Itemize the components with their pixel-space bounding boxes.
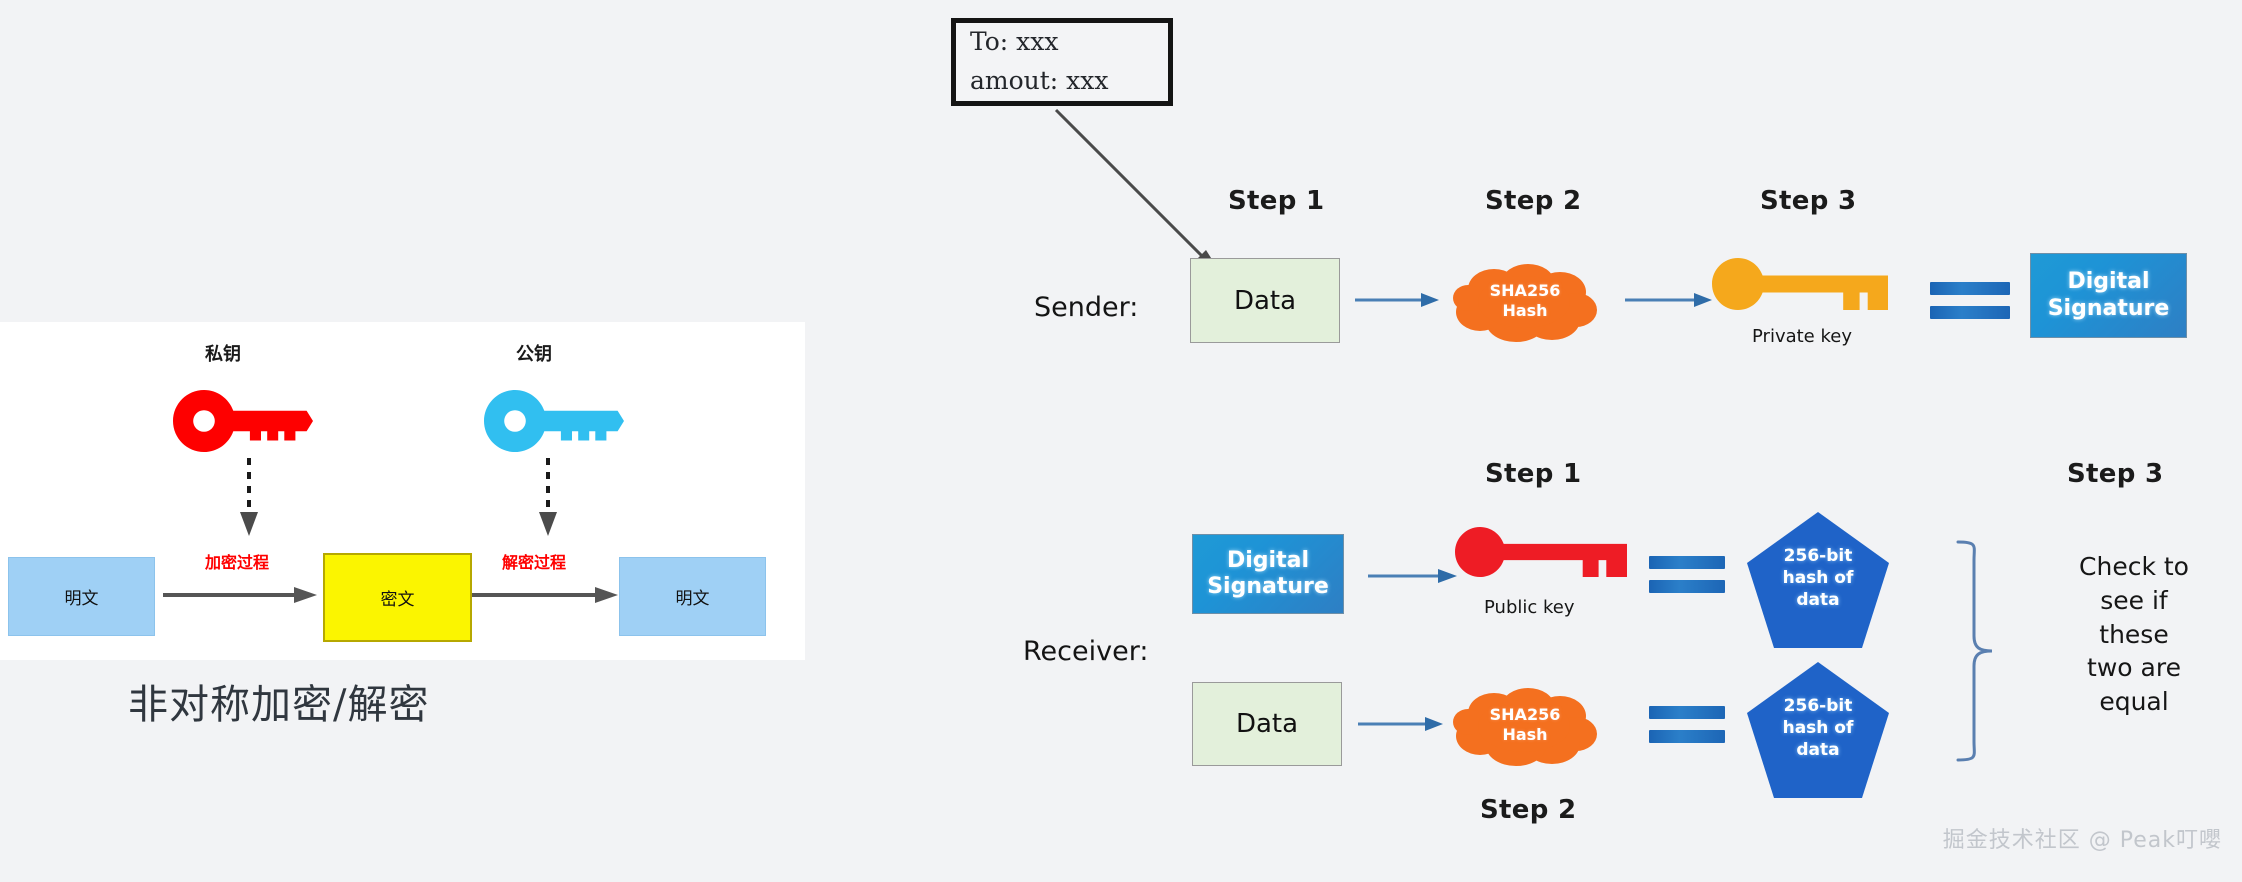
plaintext-input-box: 明文 (8, 557, 155, 636)
decrypt-flow-arrow (472, 584, 619, 606)
ciphertext-box: 密文 (323, 553, 472, 642)
transaction-note-box: To: xxx amout: xxx (951, 18, 1173, 106)
receiver-step2-label: Step 2 (1480, 795, 1577, 825)
public-key-icon-red (1455, 527, 1627, 577)
private-key-icon-red (173, 390, 313, 452)
note-line-amount: amout: xxx (970, 66, 1109, 95)
plaintext-output-box: 明文 (619, 557, 766, 636)
check-line5: equal (2099, 687, 2169, 716)
sender-role-label: Sender: (1034, 292, 1139, 323)
sender-signature-line1: Digital (2067, 269, 2150, 295)
check-line1: Check to (2079, 552, 2189, 581)
private-key-icon-gold (1712, 258, 1888, 310)
sender-step3-label: Step 3 (1760, 186, 1857, 216)
receiver-role-label: Receiver: (1023, 636, 1149, 667)
decrypt-dashed-arrow (537, 458, 559, 538)
private-key-caption: Private key (1752, 326, 1852, 347)
decrypt-process-label: 解密过程 (502, 553, 567, 572)
receiver-signature-line1: Digital (1227, 547, 1309, 573)
check-line4: two are (2087, 653, 2181, 683)
sender-sha256-cloud-icon (1452, 262, 1598, 342)
sender-equals-icon (1930, 282, 2010, 319)
encrypt-process-label: 加密过程 (205, 553, 270, 572)
public-key-caption: Public key (1484, 597, 1575, 618)
receiver-signature-to-key-arrow (1368, 566, 1458, 586)
sender-hash-to-key-arrow (1625, 290, 1713, 310)
watermark-text: 掘金技术社区 @ Peak叮嚶 (1942, 828, 2222, 853)
receiver-data-box: Data (1192, 682, 1342, 766)
encrypt-dashed-arrow (238, 458, 260, 538)
private-key-label-cn: 私钥 (205, 344, 241, 365)
public-key-icon-blue (484, 390, 624, 452)
public-key-label-cn: 公钥 (516, 344, 552, 365)
check-line2: see if (2100, 585, 2168, 615)
receiver-step1-label: Step 1 (1485, 459, 1582, 489)
sender-signature-line2: Signature (2047, 295, 2170, 321)
encrypt-flow-arrow (163, 584, 318, 606)
receiver-hash-pentagon-bottom (1747, 662, 1889, 798)
receiver-digital-signature-box: Digital Signature (1192, 534, 1344, 614)
asymmetric-crypto-panel: 私钥 公钥 (0, 322, 805, 660)
check-line3: these (2099, 619, 2169, 649)
receiver-hash-pentagon-top (1747, 512, 1889, 648)
asymmetric-crypto-caption: 非对称加密/解密 (128, 682, 430, 728)
sender-step2-label: Step 2 (1485, 186, 1582, 216)
receiver-equals-top-icon (1649, 556, 1725, 593)
receiver-equals-bottom-icon (1649, 706, 1725, 743)
receiver-signature-line2: Signature (1207, 574, 1329, 599)
receiver-step3-label: Step 3 (2067, 459, 2164, 489)
sender-digital-signature-box: Digital Signature (2030, 253, 2187, 338)
sender-data-to-hash-arrow (1355, 290, 1440, 310)
receiver-sha256-cloud-icon (1452, 686, 1598, 766)
sender-step1-label: Step 1 (1228, 186, 1325, 216)
note-line-to: To: xxx (970, 27, 1059, 57)
sender-data-box: Data (1190, 258, 1340, 343)
receiver-data-to-hash-arrow (1358, 714, 1444, 734)
comparison-brace (1950, 540, 2010, 762)
comparison-check-text: Check to see if these two are equal (2046, 550, 2222, 719)
